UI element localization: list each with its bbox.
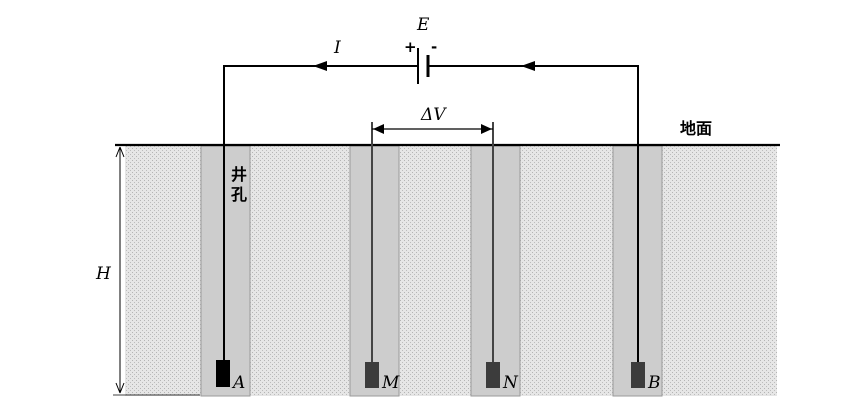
- battery-plus-sign: +: [404, 38, 417, 56]
- well-label-line1: 井: [231, 165, 247, 184]
- electrode-B: [631, 362, 645, 388]
- current-circuit-wire-right: [431, 65, 639, 375]
- depth-arrow-top: [115, 146, 125, 158]
- depth-label: H: [95, 264, 112, 284]
- current-label: I: [333, 38, 341, 58]
- electrode-N: [486, 362, 500, 388]
- electrode-A: [216, 360, 230, 387]
- ground-label: 地面: [680, 119, 712, 138]
- potential-arrow-right: [481, 124, 492, 134]
- current-arrow-left: [313, 61, 327, 71]
- well-label-line2: 孔: [231, 185, 247, 204]
- battery-minus-sign: -: [431, 38, 437, 56]
- battery-emf-label: E: [416, 15, 430, 35]
- electrode-A-label: A: [231, 373, 245, 393]
- electrode-N-label: N: [502, 373, 519, 393]
- current-circuit-wire: [223, 65, 411, 375]
- borehole-M: [349, 145, 400, 397]
- potential-arrow-left: [373, 124, 384, 134]
- potential-label: ΔV: [420, 105, 447, 125]
- electrode-M-label: M: [381, 373, 400, 393]
- current-arrow-right: [521, 61, 535, 71]
- electrode-M: [365, 362, 379, 388]
- borehole-A: [200, 145, 251, 397]
- depth-arrow-bottom: [115, 382, 125, 394]
- borehole-N: [470, 145, 521, 397]
- electrode-B-label: B: [647, 373, 661, 393]
